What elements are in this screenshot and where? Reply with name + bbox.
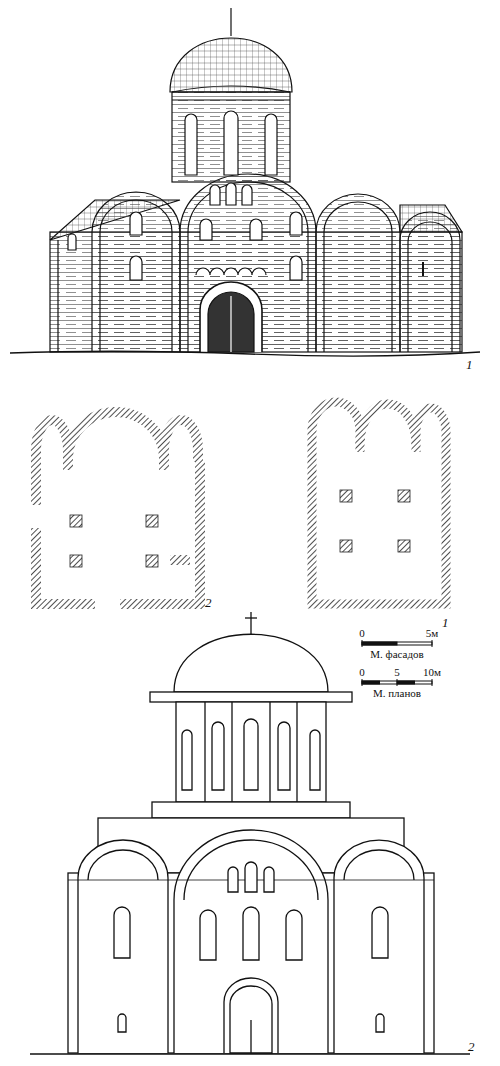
scale-label: 5м [426, 628, 438, 639]
scale-label: М. планов [373, 688, 421, 699]
scale-label: 5 [394, 667, 400, 678]
facade-2 [30, 612, 470, 1054]
callout-number: 2 [468, 1040, 475, 1053]
facade-1 [10, 8, 480, 356]
plan-1 [312, 402, 446, 604]
scale-label: 0 [359, 628, 365, 639]
callout-number: 1 [466, 358, 473, 371]
callout-number: 2 [205, 596, 212, 609]
scale-label: 0 [359, 667, 365, 678]
callout-number: 1 [442, 616, 449, 629]
scale-bars [362, 640, 432, 686]
scale-label: М. фасадов [370, 649, 423, 660]
plan-2 [36, 412, 200, 604]
scale-label: 10м [423, 667, 441, 678]
